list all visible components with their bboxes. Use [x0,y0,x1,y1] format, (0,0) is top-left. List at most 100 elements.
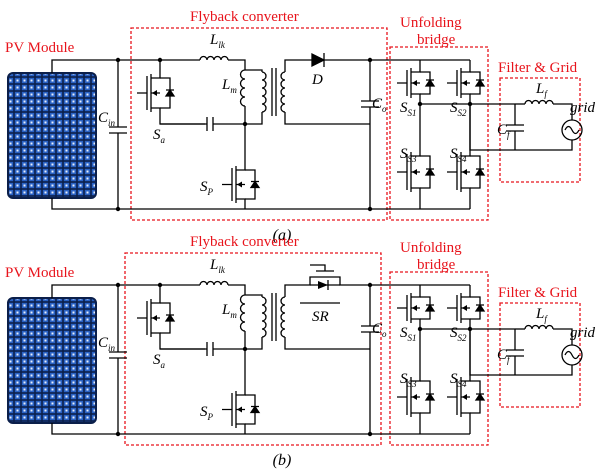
pv-negative-wire [51,198,240,210]
s3-mosfet-body-diode-fill [426,394,434,400]
secondary-bottom-wire [284,112,370,125]
filter-grid-box [499,77,581,183]
wire [245,69,263,72]
pv-panel [7,72,97,199]
ac-output-wire [420,328,515,376]
filter-grid-label: Filter & Grid [498,60,578,76]
sp-label: SP [200,179,214,197]
grid-source [561,344,583,366]
s2-label: SS2 [450,100,467,118]
lm-inductor [239,69,246,107]
unfolding-box [389,271,489,446]
cf-capacitor [506,104,524,150]
s3-label: SS3 [400,146,417,164]
secondary-winding [280,71,286,113]
clamp-capacitor [160,342,245,356]
s1-label: SS1 [400,325,417,343]
secondary-top-wire [284,59,312,72]
flyback-label: Flyback converter [190,9,299,25]
lf-inductor [524,99,554,105]
unfolding-label: Unfolding [400,15,462,31]
s4-mosfet-body-diode-fill [476,394,484,400]
sr-label: SR [312,309,329,325]
pv-module-label: PV Module [5,265,75,281]
ac-output-wire [420,103,515,151]
rectifier-diode-fill [312,54,324,66]
sp-mosfet-arrow [237,181,242,188]
pv-negative-wire [51,423,240,435]
grid-label: grid [570,100,596,116]
grid-wire [515,328,573,376]
s2-mosfet-arrow [462,305,467,311]
bridge-label: bridge [417,32,456,48]
sa-mosfet-body-diode-fill [166,90,174,96]
cin-label: Cin [98,335,116,353]
co-label: Co [372,321,387,339]
s1-label: SS1 [400,100,417,118]
caption: (a) [273,227,292,244]
bridge-top-wire [419,284,471,287]
pv-positive-wire [51,284,160,298]
s4-label: SS4 [450,146,467,164]
clamp-bottom-wire [159,343,205,350]
pv-positive-wire [51,59,160,73]
clamp-bottom-wire [159,118,205,125]
s4-mosfet-arrow [462,169,467,175]
wire [228,284,246,295]
s2-mosfet-body-diode-fill [476,80,484,86]
transformer-core [271,68,277,116]
lk-inductor [199,280,229,286]
grid-label: grid [570,325,596,341]
wire [245,337,263,350]
lm-label: Lm [221,77,237,95]
grid-wire [515,103,573,151]
s2-mosfet-body-diode-fill [476,305,484,311]
secondary-top-wire [284,284,300,297]
s4-label: SS4 [450,371,467,389]
s1-mosfet-arrow [412,80,417,86]
filter-grid-box [499,302,581,408]
primary-winding [261,71,267,113]
s4-mosfet-arrow [462,394,467,400]
wire [228,59,246,70]
flyback-box [130,27,388,221]
sp-label: SP [200,404,214,422]
cf-label: Cf [497,122,511,140]
junction-dot [367,206,373,212]
flyback-label: Flyback converter [190,234,299,250]
lm-label: Lm [221,302,237,320]
s3-label: SS3 [400,371,417,389]
cin-capacitor [109,285,127,434]
secondary-winding [280,296,286,338]
filter-grid-label: Filter & Grid [498,285,578,301]
primary-winding [261,296,267,338]
cf-label: Cf [497,347,511,365]
s3-mosfet-body-diode-fill [426,169,434,175]
s2-mosfet-arrow [462,80,467,86]
sp-mosfet-body-diode-fill [251,406,259,413]
flyback-box [124,252,382,446]
clamp-capacitor [160,117,245,131]
unfolding-label: Unfolding [400,240,462,256]
cf-capacitor [506,329,524,375]
co-label: Co [372,96,387,114]
sr-wire [300,276,370,286]
llk-label: Llk [209,32,226,50]
lf-inductor [524,324,554,330]
secondary-bottom-wire [284,337,370,350]
transformer-core [271,293,277,341]
junction-dot [367,431,373,437]
llk-label: Llk [209,257,226,275]
sr-diode [318,281,328,289]
ac-sine-icon [564,125,580,135]
lf-label: Lf [535,81,548,99]
s3-mosfet-arrow [412,394,417,400]
junction-dot [157,57,163,63]
d-label: D [311,72,323,88]
sa-mosfet-arrow [152,90,157,96]
grid-source [561,119,583,141]
sr-mosfet [310,264,340,286]
s4-mosfet-body-diode-fill [476,169,484,175]
